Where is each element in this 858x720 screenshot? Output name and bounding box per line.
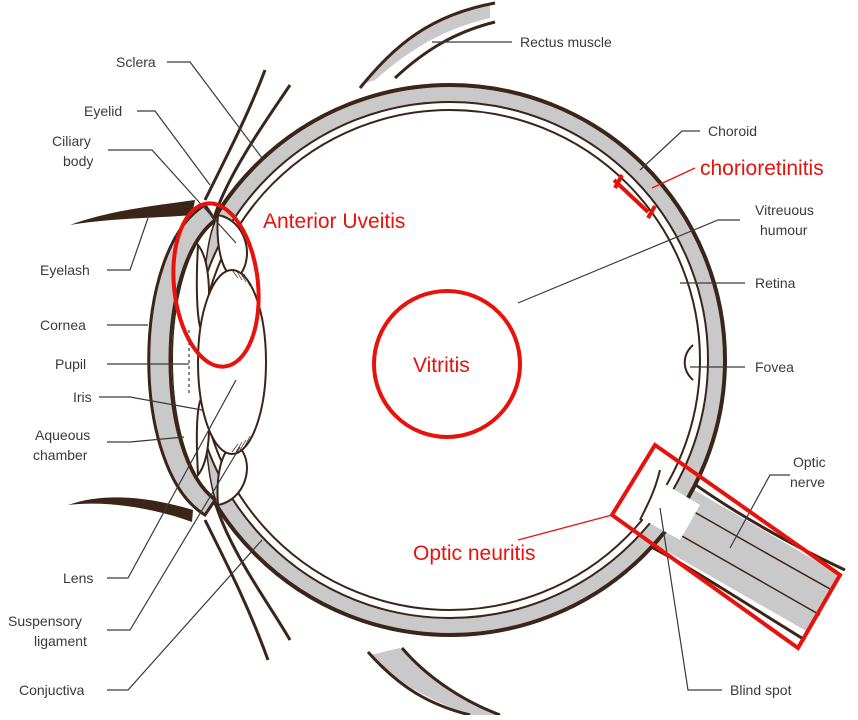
- label-pupil: Pupil: [55, 356, 86, 372]
- rectus-muscle-top: [360, 5, 490, 85]
- lower-eyelash: [68, 497, 193, 522]
- label-eyelash: Eyelash: [40, 262, 90, 278]
- label-vitreous-line1: Vitreuous: [755, 202, 814, 218]
- label-eyelid: Eyelid: [84, 103, 122, 119]
- label-fovea: Fovea: [755, 359, 794, 375]
- label-vitreous-line2: humour: [760, 222, 808, 238]
- label-suspensory-line1: Suspensory: [8, 613, 82, 629]
- annotation-chorioretinitis: chorioretinitis: [700, 157, 824, 180]
- rectus-muscle-bottom: [370, 648, 500, 715]
- label-blind-spot: Blind spot: [730, 682, 792, 698]
- upper-eyelash: [70, 200, 195, 225]
- label-optic-nerve-line1: Optic: [793, 454, 826, 470]
- annotation-vitritis: Vitritis: [413, 354, 470, 377]
- annotation-anterior-uveitis: Anterior Uveitis: [263, 210, 405, 233]
- label-conjuctiva: Conjuctiva: [19, 682, 85, 698]
- label-sclera: Sclera: [116, 54, 156, 70]
- label-aqueous-line2: chamber: [33, 447, 88, 463]
- label-lens: Lens: [63, 570, 93, 586]
- label-suspensory-line2: ligament: [34, 633, 87, 649]
- label-iris: Iris: [73, 389, 92, 405]
- label-rectus-muscle: Rectus muscle: [520, 34, 612, 50]
- label-aqueous-line1: Aqueous: [35, 427, 90, 443]
- label-cornea: Cornea: [40, 317, 86, 333]
- annotation-optic-neuritis: Optic neuritis: [413, 542, 536, 565]
- label-choroid: Choroid: [708, 123, 757, 139]
- leader-choroid: [640, 131, 700, 170]
- label-ciliary-body-line2: body: [63, 153, 93, 169]
- leader-eyelash: [107, 218, 148, 270]
- label-optic-nerve-line2: nerve: [790, 474, 825, 490]
- label-ciliary-body-line1: Ciliary: [52, 133, 91, 149]
- label-retina: Retina: [755, 275, 796, 291]
- leader-conjuctiva: [107, 540, 262, 690]
